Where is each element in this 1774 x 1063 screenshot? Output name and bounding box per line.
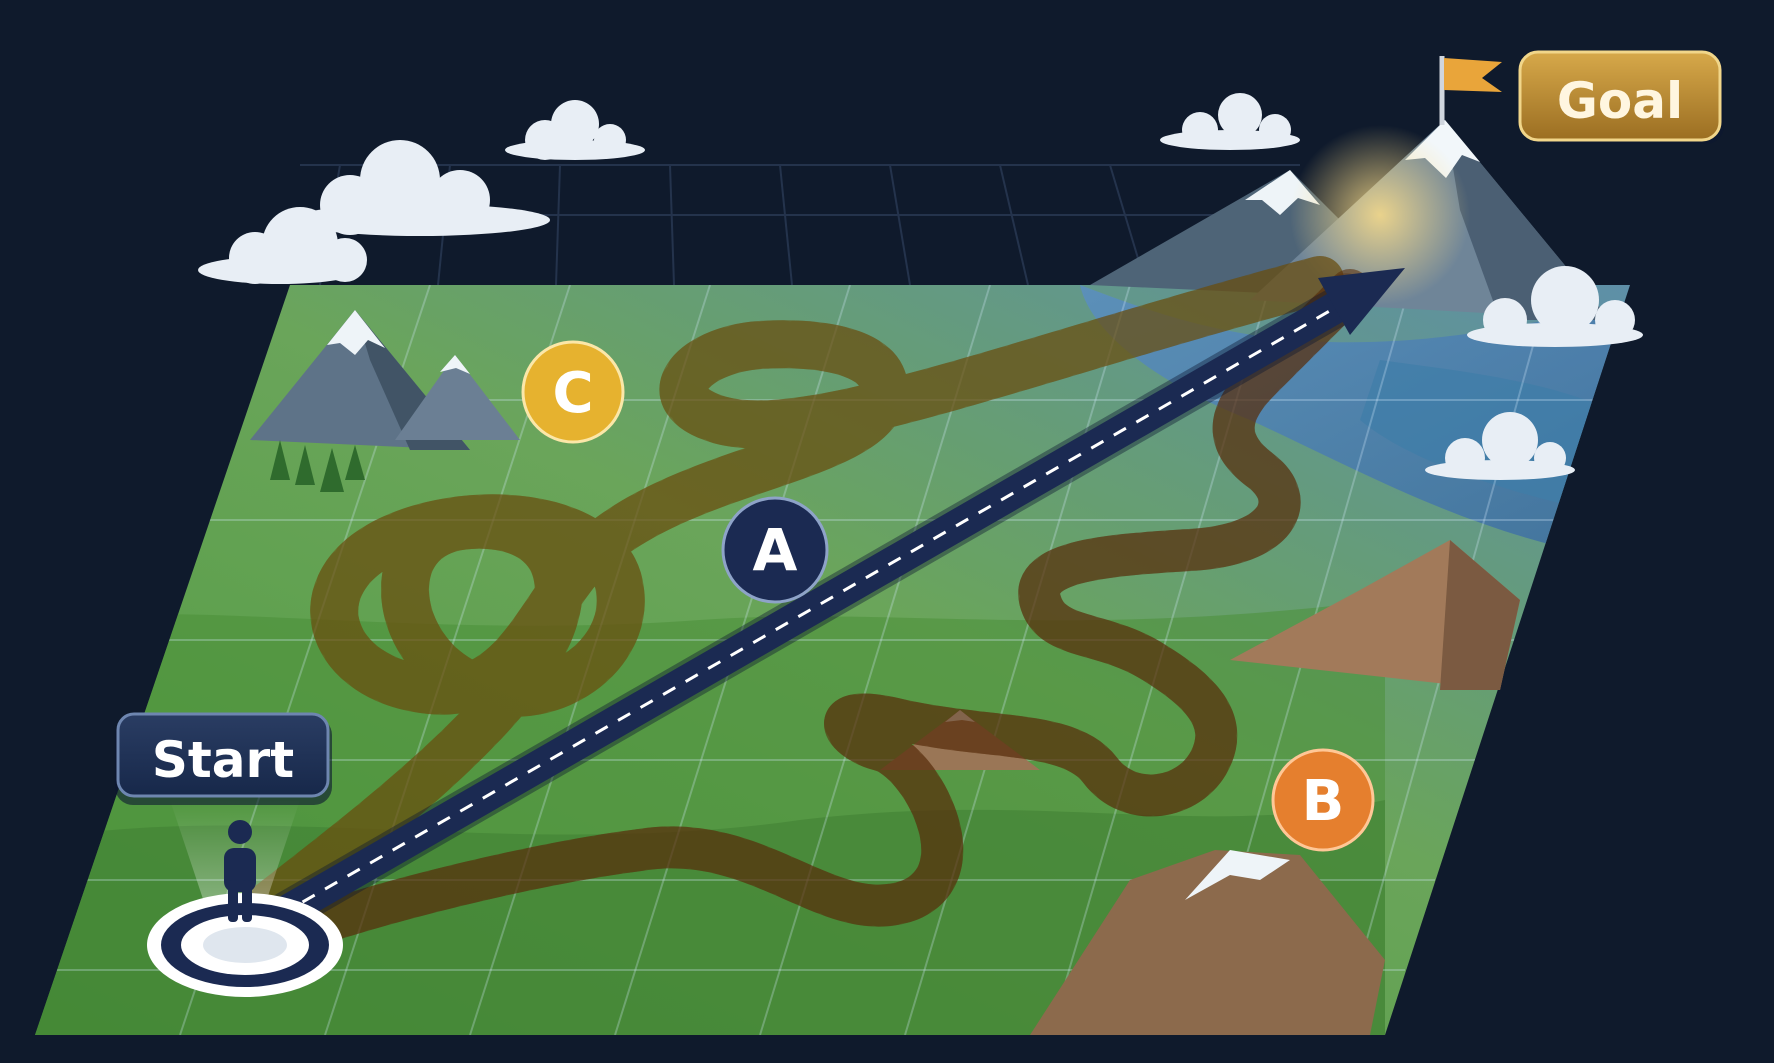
clouds	[198, 93, 1643, 480]
cloud	[505, 100, 645, 160]
goal-badge: Goal	[1518, 50, 1724, 144]
left-mountains	[250, 310, 520, 492]
cloud	[198, 207, 367, 284]
goal-marker	[1439, 56, 1502, 125]
route-c-label: C	[552, 361, 593, 426]
cloud	[1467, 266, 1643, 347]
cloud	[290, 140, 550, 236]
person-icon	[224, 820, 256, 922]
flag-icon	[1444, 58, 1502, 92]
route-a-badge: A	[721, 496, 829, 604]
goal-label: Goal	[1557, 72, 1683, 130]
start-marker	[147, 800, 343, 997]
route-c-badge: C	[521, 340, 625, 444]
start-label: Start	[152, 731, 294, 789]
route-a-path	[260, 268, 1405, 935]
cloud	[1425, 412, 1575, 480]
start-badge: Start	[115, 712, 332, 805]
route-a-arrowhead	[1318, 268, 1405, 335]
route-b-badge: B	[1271, 748, 1375, 852]
route-a-label: A	[753, 516, 798, 584]
route-c-path	[246, 256, 1344, 929]
cloud	[1160, 93, 1300, 150]
route-b-path	[279, 269, 1371, 951]
route-b-label: B	[1302, 769, 1345, 834]
